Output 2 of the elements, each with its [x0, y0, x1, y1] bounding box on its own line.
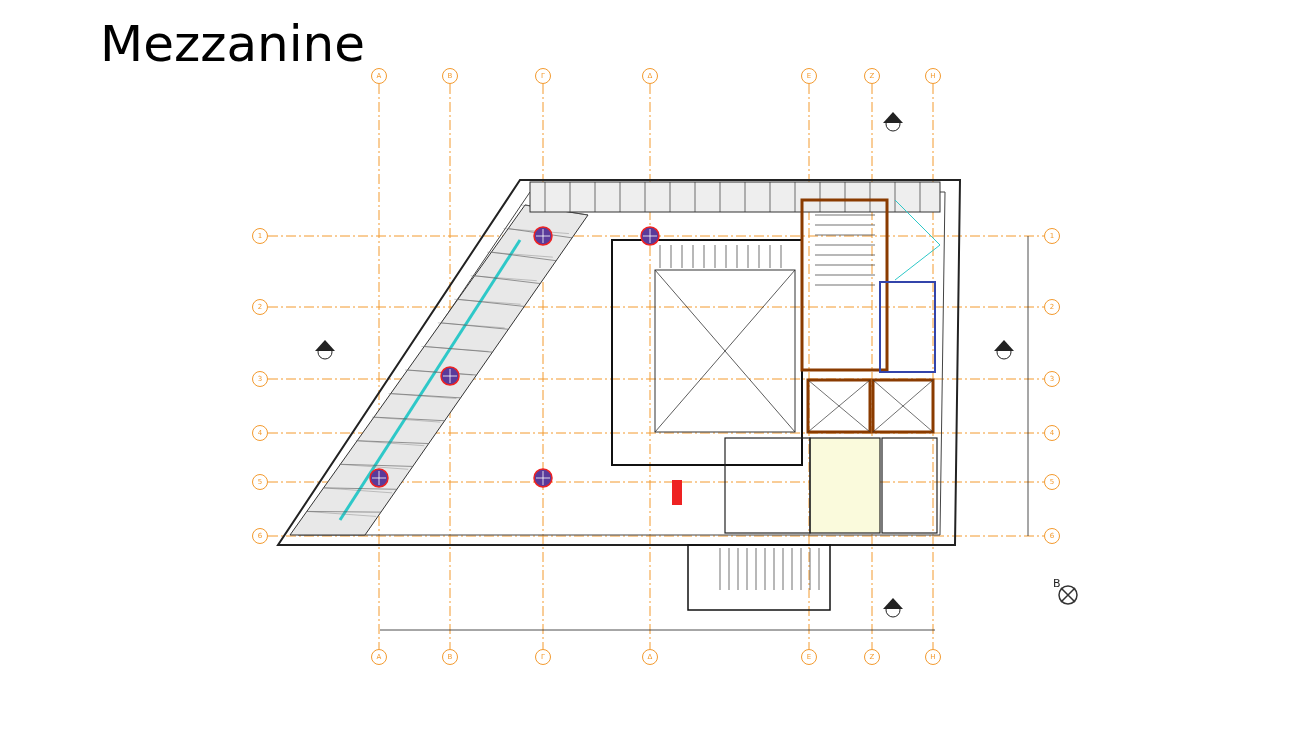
section-label: B [1053, 578, 1061, 590]
title: Mezzanine [100, 14, 366, 74]
